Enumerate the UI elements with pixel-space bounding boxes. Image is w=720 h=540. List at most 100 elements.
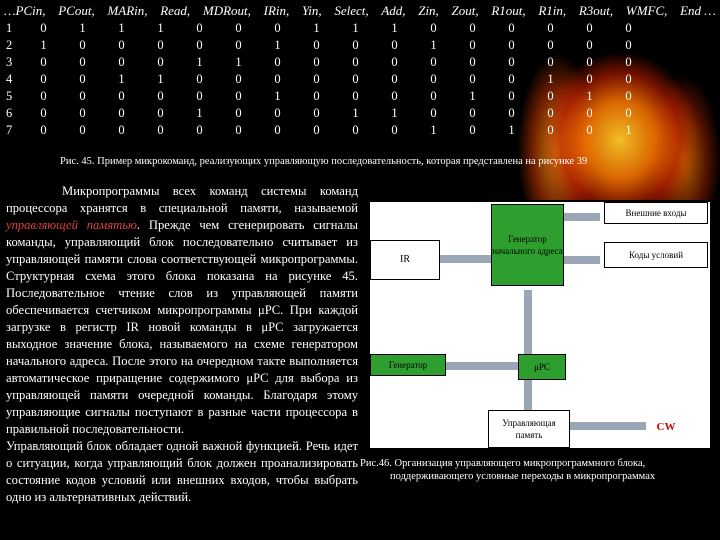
row-number: 7	[6, 123, 13, 137]
table-cell: 0	[508, 38, 515, 52]
table-cell: 0	[118, 123, 125, 137]
signal-name: End …	[680, 3, 716, 18]
table-cell: 1	[586, 89, 593, 103]
table-cell: 0	[625, 106, 632, 120]
table-cell: 0	[196, 89, 203, 103]
table-cell: 0	[274, 55, 281, 69]
table-cell: 0	[313, 106, 320, 120]
table-cell: 0	[79, 106, 86, 120]
connector	[564, 256, 600, 264]
table-cell: 1	[352, 106, 359, 120]
table-cell: 0	[157, 106, 164, 120]
table-cell: 0	[469, 123, 476, 137]
table-cell: 1	[547, 72, 554, 86]
signal-name: R1out,	[491, 3, 526, 18]
table-cell: 0	[586, 55, 593, 69]
signal-name: Select,	[334, 3, 369, 18]
table-cell: 0	[157, 38, 164, 52]
paragraph-2: Управляющий блок обладает одной важной ф…	[6, 439, 358, 504]
ir-label: IR	[400, 254, 410, 265]
table-cell: 0	[586, 21, 593, 35]
table-cell: 1	[196, 106, 203, 120]
signal-name: WMFC,	[625, 3, 668, 18]
table-cell: 0	[391, 89, 398, 103]
table-cell: 0	[547, 38, 554, 52]
table-cell: 0	[118, 55, 125, 69]
table-cell: 0	[547, 21, 554, 35]
table-cell: 0	[313, 55, 320, 69]
table-cell: 0	[391, 123, 398, 137]
table-cell: 1	[157, 72, 164, 86]
table-cell: 0	[391, 38, 398, 52]
table-cell: 0	[586, 123, 593, 137]
signal-name: Read,	[160, 3, 191, 18]
table-cell: 0	[79, 38, 86, 52]
generator-box: Генератор	[370, 354, 446, 376]
table-cell: 1	[79, 21, 86, 35]
table-cell: 0	[469, 55, 476, 69]
table-cell: 0	[352, 72, 359, 86]
table-cell: 0	[352, 38, 359, 52]
table-cell: 0	[40, 106, 47, 120]
control-memory-term: управляющей памятью	[6, 218, 137, 232]
connector	[564, 213, 600, 221]
table-cell: 0	[625, 89, 632, 103]
table-cell: 0	[547, 106, 554, 120]
table-cell: 0	[469, 106, 476, 120]
table-cell: 0	[547, 89, 554, 103]
figure-46-caption-line2: поддерживающего условные переходы в микр…	[390, 471, 656, 482]
table-cell: 0	[118, 106, 125, 120]
external-inputs-label: Внешние входы	[625, 208, 687, 218]
signal-name: Yin,	[301, 3, 322, 18]
control-unit-diagram: Внешние входы IR Генератор начального ад…	[370, 202, 710, 448]
table-cell: 1	[430, 38, 437, 52]
control-memory-label: Управляющая память	[502, 418, 556, 440]
cw-text: CW	[656, 421, 676, 433]
table-cell: 0	[586, 38, 593, 52]
table-cell: 0	[586, 72, 593, 86]
table-cell: 0	[118, 38, 125, 52]
table-cell: 0	[157, 55, 164, 69]
signal-name: MDRout,	[202, 3, 251, 18]
table-cell: 0	[352, 55, 359, 69]
table-cell: 1	[118, 72, 125, 86]
table-cell: 0	[508, 21, 515, 35]
table-cell: 0	[508, 106, 515, 120]
table-cell: 0	[40, 89, 47, 103]
table-cell: 1	[469, 89, 476, 103]
table-cell: 1	[391, 21, 398, 35]
table-cell: 1	[235, 55, 242, 69]
table-cell: 0	[352, 89, 359, 103]
paragraph-1: Микропрограммы всех команд системы коман…	[6, 183, 358, 438]
flame-background	[470, 0, 720, 200]
row-number: 1	[6, 21, 13, 35]
signal-name: R3out,	[578, 3, 614, 18]
table-cell: 0	[157, 123, 164, 137]
external-inputs-box: Внешние входы	[604, 202, 708, 224]
signal-header: …PCin,PCout,MARin,Read,MDRout,IRin,Yin,S…	[4, 3, 716, 19]
table-cell: 0	[313, 72, 320, 86]
signal-name: IRin,	[263, 3, 290, 18]
table-cell: 0	[274, 123, 281, 137]
table-cell: 1	[391, 106, 398, 120]
table-cell: 0	[79, 55, 86, 69]
table-cell: 0	[430, 89, 437, 103]
table-cell: 0	[79, 72, 86, 86]
table-cell: 0	[40, 123, 47, 137]
table-cell: 0	[79, 89, 86, 103]
table-cell: 0	[235, 21, 242, 35]
body-text: Микропрограммы всех команд системы коман…	[6, 183, 358, 506]
table-cell: 0	[274, 106, 281, 120]
table-cell: 0	[274, 72, 281, 86]
table-cell: 0	[508, 72, 515, 86]
signal-name: MARin,	[107, 3, 148, 18]
paragraph-1-start: Микропрограммы всех команд системы коман…	[6, 184, 358, 215]
table-cell: 0	[547, 123, 554, 137]
control-memory-box: Управляющая память	[488, 410, 570, 448]
table-cell: 1	[118, 21, 125, 35]
